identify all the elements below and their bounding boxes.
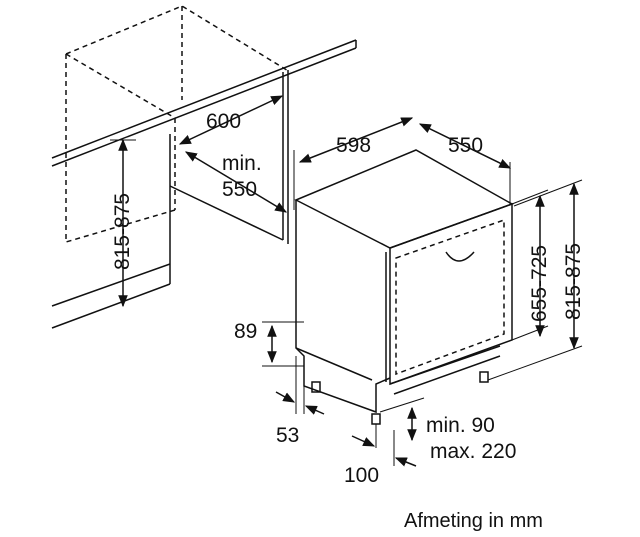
dishwasher-body — [294, 149, 514, 425]
plinth-gap-max-label: max. 220 — [430, 440, 516, 463]
appliance-depth-label: 550 — [448, 134, 483, 157]
cabinet-height-label: 815-875 — [111, 193, 134, 270]
plinth-height-label: 89 — [234, 320, 257, 343]
cabinet-depth-label-line1: min. — [222, 152, 262, 175]
plinth-gap-min-label: min. 90 — [426, 414, 495, 437]
appliance-height-label: 815-875 — [562, 243, 585, 320]
plinth-depth-label: 53 — [276, 424, 299, 447]
cabinet-depth-label-line2: 550 — [222, 178, 257, 201]
cabinet-dimension-lines — [110, 95, 288, 308]
cabinet-width-label: 600 — [206, 110, 241, 133]
foot-offset-label: 100 — [344, 464, 379, 487]
door-height-label: 655-725 — [528, 245, 551, 322]
appliance-width-label: 598 — [336, 134, 371, 157]
cabinet-niche — [51, 5, 357, 329]
dishwasher-dimension-lines — [262, 117, 583, 467]
units-caption: Afmeting in mm — [404, 510, 543, 532]
